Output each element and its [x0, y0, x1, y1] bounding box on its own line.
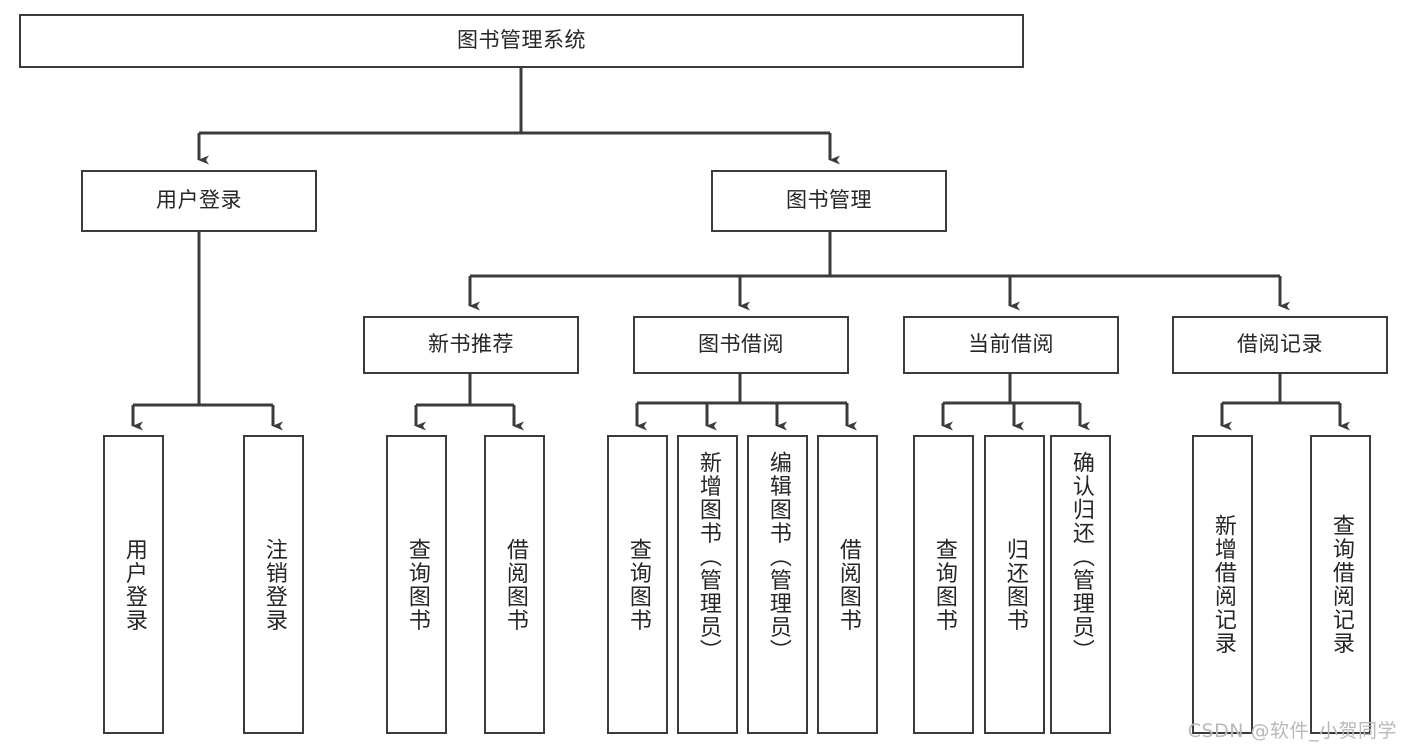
- node-leaf-return-book[interactable]: 归还图书: [984, 435, 1045, 734]
- node-leaf-query-book-2-label: 查询图书: [625, 537, 651, 632]
- node-leaf-logout[interactable]: 注销登录: [243, 435, 304, 734]
- node-root[interactable]: 图书管理系统: [19, 14, 1024, 68]
- node-leaf-query-record[interactable]: 查询借阅记录: [1310, 435, 1371, 734]
- node-leaf-edit-book[interactable]: 编辑图书（管理员）: [747, 435, 808, 734]
- node-leaf-return-book-label: 归还图书: [1002, 537, 1028, 632]
- node-leaf-logout-label: 注销登录: [261, 537, 287, 632]
- node-leaf-query-book-3[interactable]: 查询图书: [913, 435, 974, 734]
- node-leaf-add-book[interactable]: 新增图书（管理员）: [677, 435, 738, 734]
- node-borrow-record[interactable]: 借阅记录: [1172, 316, 1388, 374]
- node-leaf-borrow-book-2-label: 借阅图书: [835, 537, 861, 632]
- node-user-login-label: 用户登录: [156, 188, 242, 213]
- node-book-borrow[interactable]: 图书借阅: [633, 316, 849, 374]
- node-leaf-query-record-label: 查询借阅记录: [1328, 514, 1354, 655]
- node-leaf-user-login[interactable]: 用户登录: [103, 435, 164, 734]
- node-leaf-confirm-return-label: 确认归还（管理员）: [1068, 451, 1094, 663]
- node-leaf-add-record-label: 新增借阅记录: [1210, 514, 1236, 655]
- node-current-borrow-label: 当前借阅: [968, 332, 1054, 357]
- edge-group-book-borrow: [635, 374, 857, 431]
- node-user-login[interactable]: 用户登录: [81, 170, 317, 232]
- node-leaf-query-book-3-label: 查询图书: [931, 537, 957, 632]
- edge-group-root: [197, 68, 840, 165]
- node-leaf-query-book-2[interactable]: 查询图书: [607, 435, 668, 734]
- edge-group-user-login: [131, 232, 283, 431]
- node-leaf-confirm-return[interactable]: 确认归还（管理员）: [1050, 435, 1111, 734]
- node-leaf-edit-book-label: 编辑图书（管理员）: [765, 451, 791, 663]
- edge-group-book-manage: [468, 232, 1290, 311]
- node-current-borrow[interactable]: 当前借阅: [903, 316, 1119, 374]
- node-leaf-borrow-book-2[interactable]: 借阅图书: [817, 435, 878, 734]
- node-leaf-borrow-book-1-label: 借阅图书: [502, 537, 528, 632]
- node-leaf-add-book-label: 新增图书（管理员）: [695, 451, 721, 663]
- node-borrow-record-label: 借阅记录: [1237, 332, 1323, 357]
- node-leaf-user-login-label: 用户登录: [121, 537, 147, 632]
- node-root-label: 图书管理系统: [457, 28, 586, 53]
- node-book-manage-label: 图书管理: [786, 188, 872, 213]
- node-new-book-recommend[interactable]: 新书推荐: [363, 316, 579, 374]
- node-leaf-borrow-book-1[interactable]: 借阅图书: [484, 435, 545, 734]
- node-leaf-query-book-1-label: 查询图书: [404, 537, 430, 632]
- edge-group-borrow-record: [1220, 374, 1350, 431]
- node-new-book-recommend-label: 新书推荐: [428, 332, 514, 357]
- node-book-borrow-label: 图书借阅: [698, 332, 784, 357]
- node-leaf-query-book-1[interactable]: 查询图书: [386, 435, 447, 734]
- node-book-manage[interactable]: 图书管理: [711, 170, 947, 232]
- edge-group-current-borrow: [941, 374, 1090, 431]
- edge-group-new-book-recommend: [414, 374, 524, 431]
- node-leaf-add-record[interactable]: 新增借阅记录: [1192, 435, 1253, 734]
